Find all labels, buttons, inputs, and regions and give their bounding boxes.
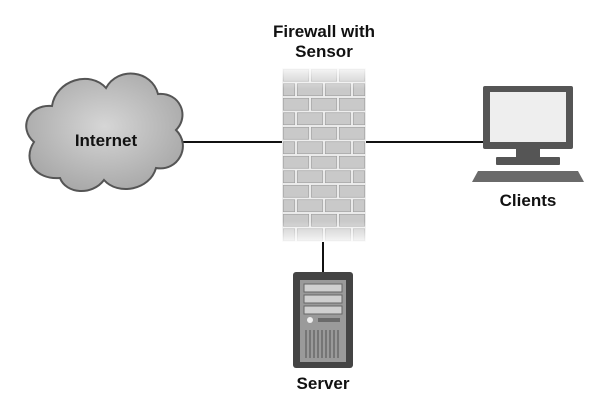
monitor-icon bbox=[472, 86, 584, 182]
clients-label: Clients bbox=[500, 191, 557, 210]
firewall-title-line2: Sensor bbox=[295, 42, 353, 61]
server-label: Server bbox=[297, 374, 350, 393]
wall-fade bbox=[282, 68, 366, 242]
cloud-icon bbox=[25, 72, 184, 192]
server-tower-icon bbox=[293, 272, 353, 368]
firewall-title-line1: Firewall with bbox=[273, 22, 375, 41]
internet-label: Internet bbox=[75, 131, 138, 150]
brick-wall-icon bbox=[282, 68, 366, 242]
